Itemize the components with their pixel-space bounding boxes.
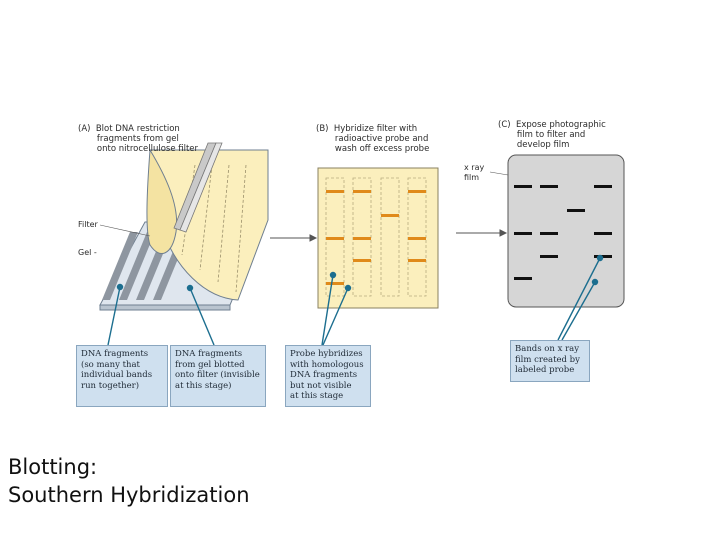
forceps xyxy=(173,142,223,233)
panel-b-title: (B) Hybridize filter with radioactive pr… xyxy=(316,124,430,154)
film-label-leader xyxy=(489,171,509,176)
panel-a-title: (A) Blot DNA restriction fragments from … xyxy=(78,124,199,154)
panel-c-title: (C) Expose photographic film to filter a… xyxy=(498,120,606,150)
panel-b-illustration xyxy=(317,167,439,309)
slide-title-line1: Blotting: xyxy=(8,455,98,479)
gel-slab-edge xyxy=(99,304,231,311)
caption-probe-hybridizes: Probe hybridizes with homologous DNA fra… xyxy=(285,345,371,407)
caption-pointers xyxy=(107,254,604,346)
caption-dna-fragments-filter: DNA fragments from gel blotted onto filt… xyxy=(170,345,266,407)
gel-label: Gel - xyxy=(78,248,97,257)
xray-film xyxy=(507,154,625,308)
panel-c-illustration xyxy=(489,154,625,308)
filter-peel-fold xyxy=(146,148,178,255)
caption-dna-fragments-gel: DNA fragments (so many that individual b… xyxy=(76,345,168,407)
filter-label-leader xyxy=(99,224,151,237)
caption-bands-on-xray: Bands on x ray film created by labeled p… xyxy=(510,340,590,382)
filter-label: Filter xyxy=(78,220,98,229)
film-bands xyxy=(514,185,612,280)
panel-a-illustration xyxy=(99,142,269,311)
slide-title: Blotting: Southern Hybridization xyxy=(8,453,250,509)
process-arrows xyxy=(270,229,508,242)
probe-bands xyxy=(326,190,426,285)
slide-title-line2: Southern Hybridization xyxy=(8,483,250,507)
xray-film-label: x ray film xyxy=(464,163,485,182)
